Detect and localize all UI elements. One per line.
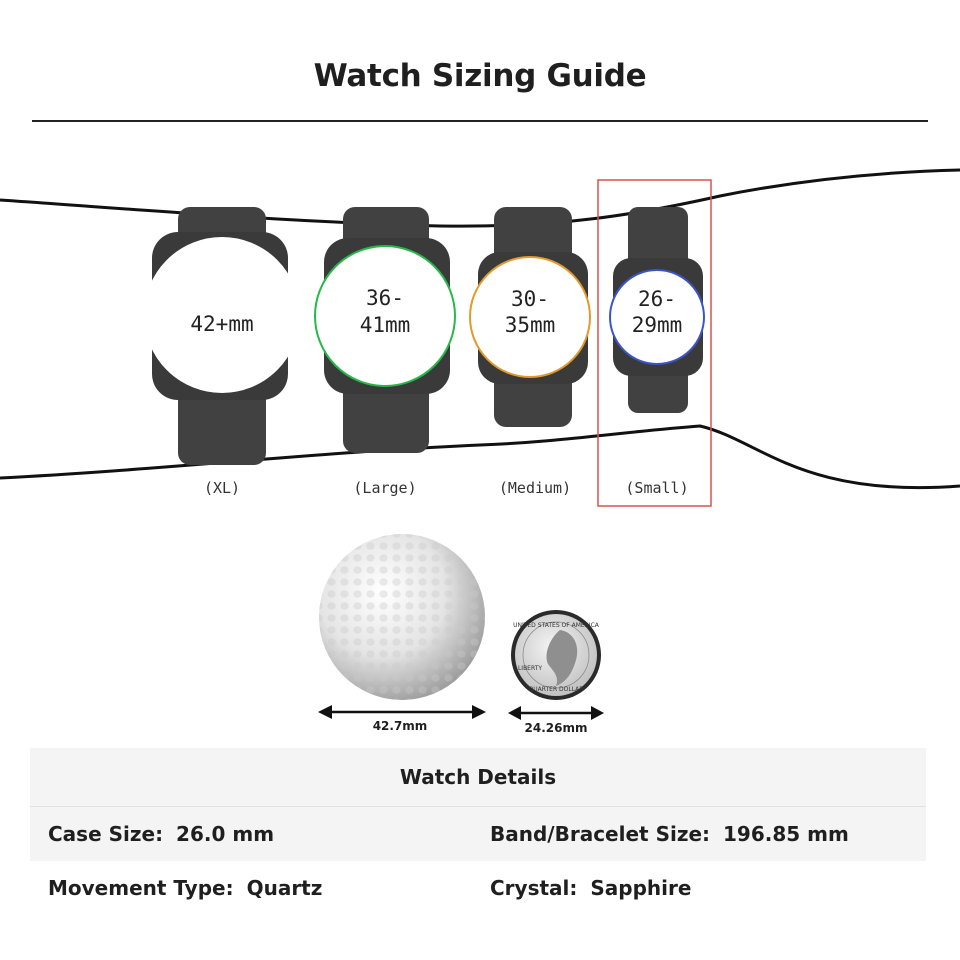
movement-value: Quartz bbox=[246, 876, 323, 900]
class-label-medium: (Medium) bbox=[499, 479, 571, 497]
band-size-label: Band/Bracelet Size: bbox=[490, 822, 711, 846]
class-label-small: (Small) bbox=[625, 479, 688, 497]
details-row: Movement Type: Quartz Crystal: Sapphire bbox=[30, 861, 926, 915]
band-size-cell: Band/Bracelet Size: 196.85 mm bbox=[472, 822, 914, 846]
size-label-small-2: 29mm bbox=[632, 313, 683, 337]
dial-medium bbox=[469, 256, 591, 378]
golf-ball-size-label: 42.7mm bbox=[373, 719, 428, 733]
size-label-large-1: 36- bbox=[366, 286, 404, 310]
size-label-medium-1: 30- bbox=[511, 287, 549, 311]
title-divider bbox=[32, 120, 928, 122]
wrist-outline-top bbox=[0, 168, 960, 228]
watch-large: 36- 41mm (Large) bbox=[314, 207, 456, 497]
class-label-large: (Large) bbox=[353, 479, 416, 497]
svg-text:LIBERTY: LIBERTY bbox=[518, 665, 542, 672]
watermark: ReplicaRolex.is bbox=[437, 429, 523, 440]
case-size-label: Case Size: bbox=[48, 822, 164, 846]
movement-label: Movement Type: bbox=[48, 876, 234, 900]
dial-large bbox=[314, 245, 456, 387]
crystal-value: Sapphire bbox=[590, 876, 692, 900]
band-size-value: 196.85 mm bbox=[723, 822, 849, 846]
watch-details-table: Watch Details Case Size: 26.0 mm Band/Br… bbox=[30, 748, 926, 915]
crystal-cell: Crystal: Sapphire bbox=[472, 876, 914, 900]
size-label-xl: 42+mm bbox=[190, 312, 253, 336]
coin-size-label: 24.26mm bbox=[525, 721, 588, 735]
movement-cell: Movement Type: Quartz bbox=[30, 876, 472, 900]
watch-medium: 30- 35mm (Medium) ReplicaRolex.is bbox=[437, 207, 591, 497]
dial-xl bbox=[144, 237, 300, 393]
watch-small: 26- 29mm (Small) bbox=[609, 207, 705, 497]
crystal-label: Crystal: bbox=[490, 876, 578, 900]
size-label-small-1: 26- bbox=[638, 287, 676, 311]
size-label-large-2: 41mm bbox=[360, 313, 411, 337]
coin-dimension: 24.26mm bbox=[508, 706, 604, 735]
watch-details-heading: Watch Details bbox=[30, 748, 926, 807]
golf-ball-icon bbox=[319, 534, 485, 700]
case-size-cell: Case Size: 26.0 mm bbox=[30, 822, 472, 846]
golf-ball-dimension: 42.7mm bbox=[318, 705, 486, 733]
svg-text:QUARTER DOLLAR: QUARTER DOLLAR bbox=[529, 686, 584, 693]
page-title: Watch Sizing Guide bbox=[313, 58, 647, 94]
selected-size-highlight bbox=[597, 179, 712, 507]
class-label-xl: (XL) bbox=[204, 479, 240, 497]
svg-text:UNITED STATES OF AMERICA: UNITED STATES OF AMERICA bbox=[513, 622, 600, 629]
case-size-value: 26.0 mm bbox=[176, 822, 275, 846]
details-row: Case Size: 26.0 mm Band/Bracelet Size: 1… bbox=[30, 807, 926, 861]
size-label-medium-2: 35mm bbox=[505, 313, 556, 337]
dial-small bbox=[609, 269, 705, 365]
quarter-coin-icon: UNITED STATES OF AMERICA LIBERTY QUARTER… bbox=[511, 610, 601, 700]
watch-xl: 42+mm (XL) bbox=[144, 207, 300, 497]
